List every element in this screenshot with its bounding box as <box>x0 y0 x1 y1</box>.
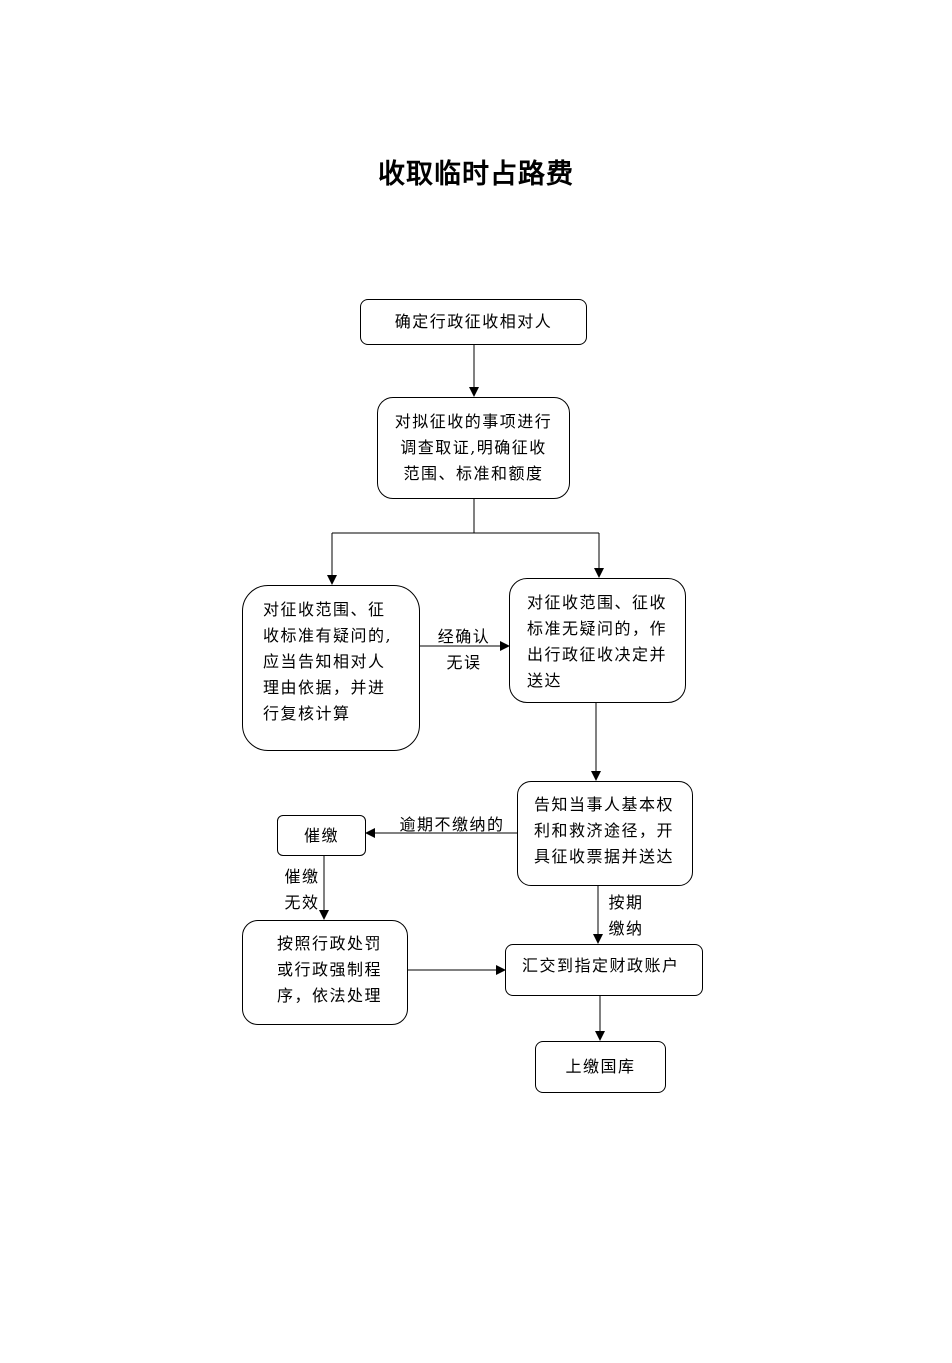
edge-label-overdue: 逾期不缴纳的 <box>399 815 505 834</box>
node-urge-payment: 催缴 <box>277 815 366 856</box>
edge-label-confirmed: 经确认 无误 <box>437 627 491 672</box>
edge-label-urge-failed: 催缴 无效 <box>284 867 320 912</box>
node-no-doubt-decision: 对征收范围、征收 标准无疑问的，作 出行政征收决定并 送达 <box>509 578 686 703</box>
node-investigate: 对拟征收的事项进行 调查取证,明确征收 范围、标准和额度 <box>377 397 570 499</box>
node-remit-account: 汇交到指定财政账户 <box>505 944 703 996</box>
edge-label-on-time: 按期 缴纳 <box>608 893 644 938</box>
node-treasury: 上缴国库 <box>535 1041 666 1093</box>
node-inform-rights: 告知当事人基本权 利和救济途径，开 具征收票据并送达 <box>517 781 693 886</box>
page-title: 收取临时占路费 <box>378 159 574 190</box>
node-doubt-review: 对征收范围、征 收标准有疑问的, 应当告知相对人 理由依据，并进 行复核计算 <box>242 585 420 751</box>
node-penalty-enforcement: 按照行政处罚 或行政强制程 序，依法处理 <box>242 920 408 1025</box>
node-determine-party: 确定行政征收相对人 <box>360 299 587 345</box>
